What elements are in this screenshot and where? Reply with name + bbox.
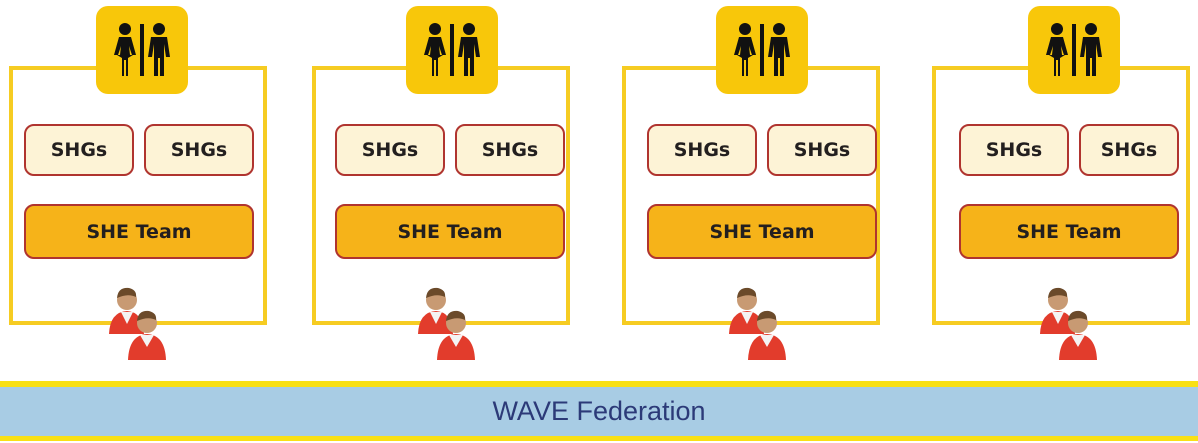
shg-label: SHGs <box>50 139 108 161</box>
she-team-label: SHE Team <box>709 220 815 243</box>
shg-box-left: SHGs <box>647 124 757 176</box>
people-icon <box>109 287 166 360</box>
people-icon <box>418 287 475 360</box>
she-team-box: SHE Team <box>335 204 565 259</box>
shg-label: SHGs <box>481 139 539 161</box>
unit-box-3 <box>622 66 880 325</box>
shg-box-left: SHGs <box>24 124 134 176</box>
shg-box-right: SHGs <box>455 124 565 176</box>
shg-box-left: SHGs <box>335 124 445 176</box>
toilet-icon <box>716 6 808 94</box>
shg-box-right: SHGs <box>144 124 254 176</box>
shg-box-right: SHGs <box>1079 124 1179 176</box>
people-icon <box>1040 287 1097 360</box>
shg-box-left: SHGs <box>959 124 1069 176</box>
federation-bar: WAVE Federation <box>0 381 1198 441</box>
she-team-box: SHE Team <box>24 204 254 259</box>
shg-label: SHGs <box>170 139 228 161</box>
shg-label: SHGs <box>673 139 731 161</box>
shg-label: SHGs <box>985 139 1043 161</box>
toilet-icon <box>1028 6 1120 94</box>
shg-label: SHGs <box>793 139 851 161</box>
shg-label: SHGs <box>1100 139 1158 161</box>
unit-box-2 <box>312 66 570 325</box>
shg-box-right: SHGs <box>767 124 877 176</box>
she-team-label: SHE Team <box>86 220 192 243</box>
she-team-label: SHE Team <box>1016 220 1122 243</box>
she-team-box: SHE Team <box>647 204 877 259</box>
toilet-icon <box>406 6 498 94</box>
toilet-icon <box>96 6 188 94</box>
people-icon <box>729 287 786 360</box>
shg-label: SHGs <box>361 139 419 161</box>
she-team-box: SHE Team <box>959 204 1179 259</box>
she-team-label: SHE Team <box>397 220 503 243</box>
federation-label: WAVE Federation <box>492 396 706 426</box>
